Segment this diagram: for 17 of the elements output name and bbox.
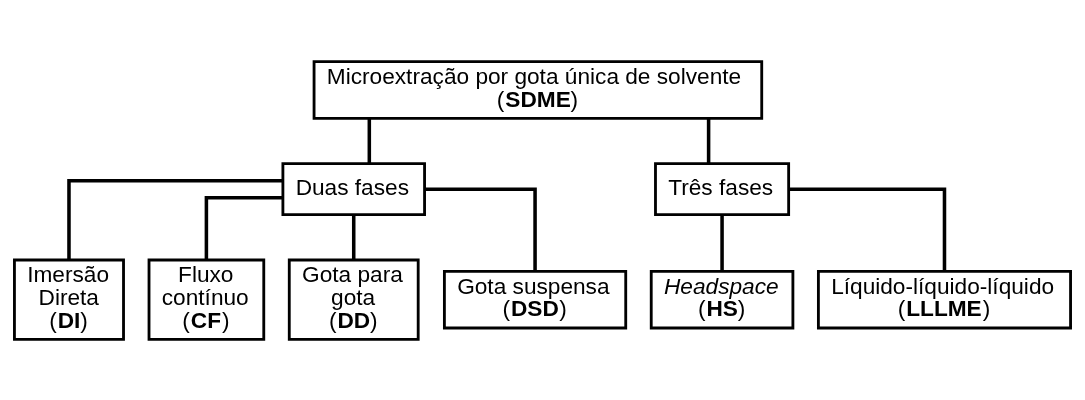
connector	[706, 118, 711, 164]
node-box: Gota suspensa (DSD)	[443, 269, 628, 329]
connector	[67, 178, 283, 259]
node-box: Gota para gota (DD)	[287, 258, 420, 341]
connector	[720, 214, 724, 271]
node-box: Líquido-líquido-líquido (LLLME)	[817, 269, 1072, 329]
node-box: Imersão Direta (DI)	[13, 258, 125, 341]
connector	[351, 214, 356, 260]
connector	[367, 118, 372, 164]
node-box: Headspace (HS)	[649, 269, 795, 329]
node-box: Fluxo contínuo (CF)	[147, 258, 266, 341]
node-box: Duas fases	[281, 161, 426, 216]
connector	[204, 195, 283, 260]
connector	[788, 186, 947, 271]
node-box: Microextração por gota única de solvente (SDME)	[312, 59, 764, 120]
node-box: Três fases	[654, 161, 791, 216]
connector	[424, 186, 537, 271]
